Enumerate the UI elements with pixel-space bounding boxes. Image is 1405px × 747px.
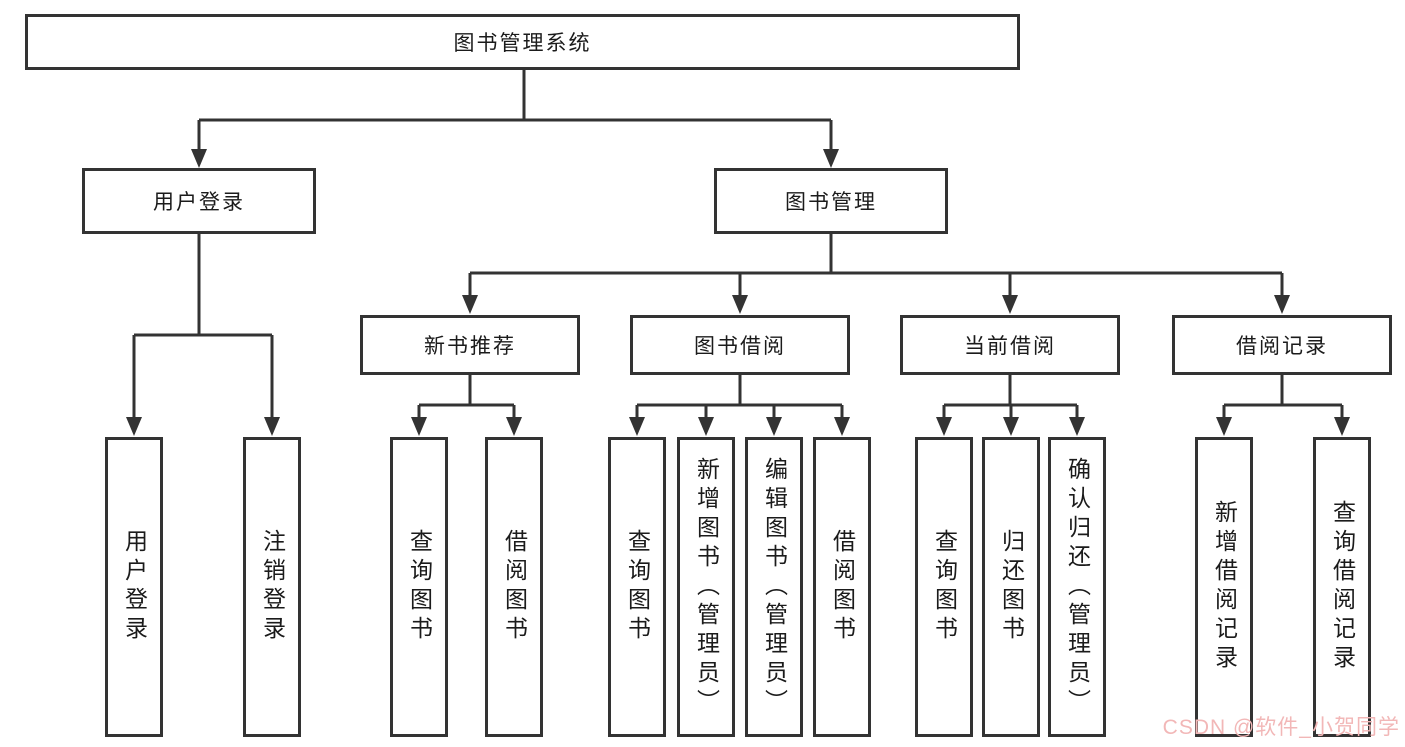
node-leaf-add-borrow-record: 新增借阅记录	[1195, 437, 1253, 737]
node-leaf-borrow-books-borrowing-label: 借阅图书	[829, 529, 856, 645]
node-book-management: 图书管理	[714, 168, 948, 234]
node-root-system-label: 图书管理系统	[453, 32, 592, 55]
node-leaf-confirm-return-admin-label: 确认归还（管理员）	[1064, 456, 1091, 718]
node-leaf-edit-books-admin: 编辑图书（管理员）	[745, 437, 803, 737]
node-book-borrowing: 图书借阅	[630, 315, 850, 375]
node-borrowing-records-label: 借阅记录	[1236, 335, 1328, 358]
node-leaf-return-books-label: 归还图书	[998, 529, 1025, 645]
node-leaf-query-books-borrowing-label: 查询图书	[624, 529, 651, 645]
node-book-management-label: 图书管理	[785, 191, 877, 214]
node-root-system: 图书管理系统	[25, 14, 1020, 70]
node-leaf-query-books-current-label: 查询图书	[931, 529, 958, 645]
connector-new-book-children	[411, 375, 522, 436]
node-leaf-query-borrow-record-label: 查询借阅记录	[1329, 500, 1356, 674]
node-leaf-logout-label: 注销登录	[259, 529, 286, 645]
node-leaf-query-books-borrowing: 查询图书	[608, 437, 666, 737]
node-leaf-add-books-admin-label: 新增图书（管理员）	[693, 456, 720, 718]
node-leaf-query-borrow-record: 查询借阅记录	[1313, 437, 1371, 737]
node-leaf-return-books: 归还图书	[982, 437, 1040, 737]
node-leaf-user-login: 用户登录	[105, 437, 163, 737]
node-leaf-logout: 注销登录	[243, 437, 301, 737]
node-leaf-confirm-return-admin: 确认归还（管理员）	[1048, 437, 1106, 737]
node-leaf-query-books-current: 查询图书	[915, 437, 973, 737]
node-leaf-edit-books-admin-label: 编辑图书（管理员）	[761, 456, 788, 718]
node-leaf-query-books-recommend: 查询图书	[390, 437, 448, 737]
csdn-watermark: CSDN @软件_小贺同学	[1162, 716, 1400, 739]
node-leaf-borrow-books-recommend-label: 借阅图书	[501, 529, 528, 645]
node-leaf-query-books-recommend-label: 查询图书	[406, 529, 433, 645]
node-current-borrowing: 当前借阅	[900, 315, 1120, 375]
connector-root-to-level2	[191, 70, 839, 168]
node-leaf-add-borrow-record-label: 新增借阅记录	[1211, 500, 1238, 674]
node-current-borrowing-label: 当前借阅	[964, 335, 1056, 358]
node-borrowing-records: 借阅记录	[1172, 315, 1392, 375]
connector-user-login-children	[126, 234, 280, 436]
node-user-login-label: 用户登录	[153, 191, 245, 214]
node-new-book-recommend: 新书推荐	[360, 315, 580, 375]
node-user-login: 用户登录	[82, 168, 316, 234]
node-leaf-user-login-label: 用户登录	[121, 529, 148, 645]
connector-records-children	[1216, 375, 1350, 436]
node-new-book-recommend-label: 新书推荐	[424, 335, 516, 358]
connector-book-borrow-children	[629, 375, 850, 436]
connector-book-mgmt-children	[462, 234, 1290, 314]
connector-current-borrow-children	[936, 375, 1085, 436]
node-leaf-borrow-books-borrowing: 借阅图书	[813, 437, 871, 737]
node-leaf-borrow-books-recommend: 借阅图书	[485, 437, 543, 737]
node-leaf-add-books-admin: 新增图书（管理员）	[677, 437, 735, 737]
node-book-borrowing-label: 图书借阅	[694, 335, 786, 358]
